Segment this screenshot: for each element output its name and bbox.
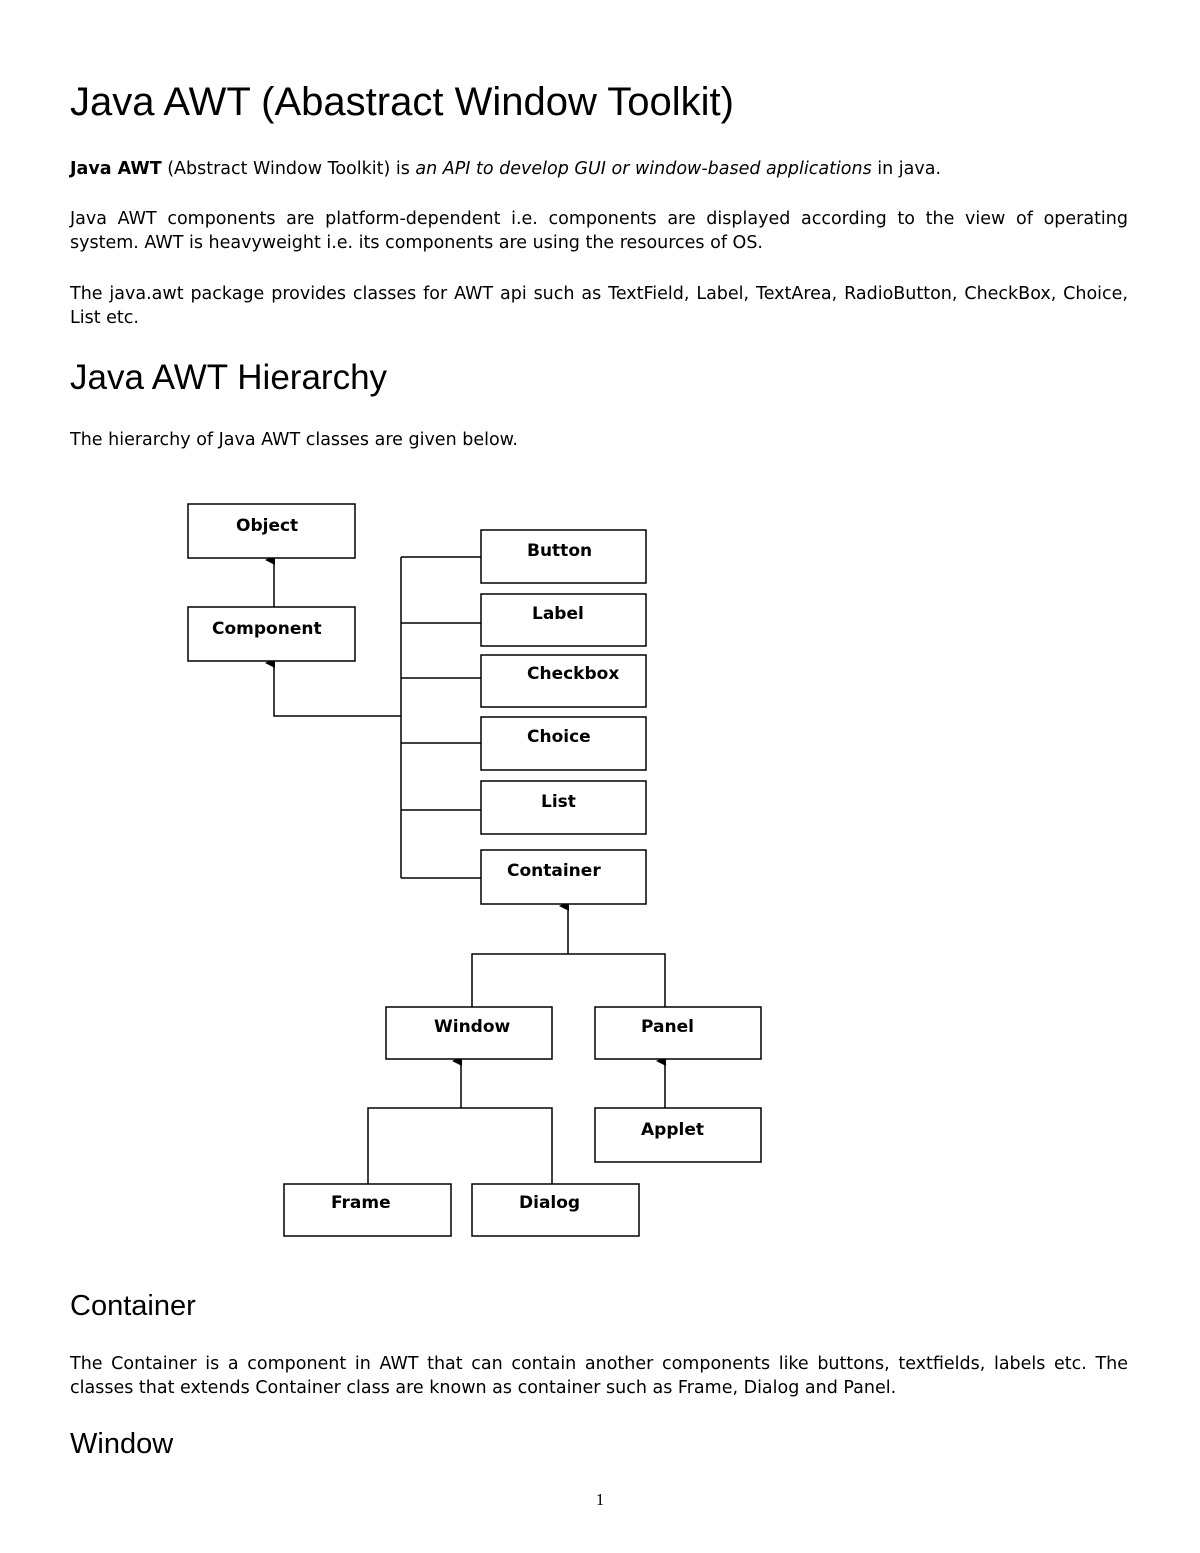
box-window (385, 1006, 553, 1060)
box-label (480, 593, 647, 647)
hierarchy-heading: Java AWT Hierarchy (70, 358, 388, 397)
box-frame (283, 1183, 452, 1237)
box-applet (594, 1107, 762, 1163)
label-component: Component (212, 619, 322, 639)
box-object (187, 503, 356, 559)
label-button: Button (527, 541, 592, 561)
box-button (480, 529, 647, 584)
label-applet: Applet (641, 1120, 704, 1140)
box-checkbox (480, 654, 647, 708)
platform-paragraph: Java AWT components are platform-depende… (70, 209, 1128, 253)
page-number: 1 (595, 1490, 605, 1509)
label-choice: Choice (527, 727, 591, 747)
label-dialog: Dialog (519, 1193, 580, 1213)
window-heading: Window (70, 1428, 174, 1460)
label-object: Object (236, 516, 298, 536)
page-title: Java AWT (Abastract Window Toolkit) (70, 80, 734, 124)
hierarchy-text: The hierarchy of Java AWT classes are gi… (70, 430, 518, 450)
box-panel (594, 1006, 762, 1060)
label-frame: Frame (331, 1193, 391, 1213)
label-list: List (541, 792, 576, 812)
label-window: Window (434, 1017, 511, 1037)
container-heading: Container (70, 1290, 196, 1322)
label-checkbox: Checkbox (527, 664, 619, 684)
intro-paragraph: Java AWT (Abstract Window Toolkit) is an… (70, 157, 1128, 181)
box-component (187, 606, 356, 662)
package-paragraph: The java.awt package provides classes fo… (70, 284, 1128, 328)
label-label: Label (532, 604, 584, 624)
intro-bold: Java AWT (70, 159, 162, 179)
container-paragraph: The Container is a component in AWT that… (70, 1354, 1128, 1398)
intro-text: (Abstract Window Toolkit) is (161, 159, 416, 179)
intro-italic: an API to develop GUI or window-based ap… (415, 159, 872, 179)
box-choice (480, 716, 647, 771)
box-container (480, 849, 647, 905)
label-panel: Panel (641, 1017, 694, 1037)
intro-text-end: in java. (871, 159, 942, 179)
label-container: Container (507, 861, 601, 881)
box-dialog (471, 1183, 640, 1237)
box-list (480, 780, 647, 835)
